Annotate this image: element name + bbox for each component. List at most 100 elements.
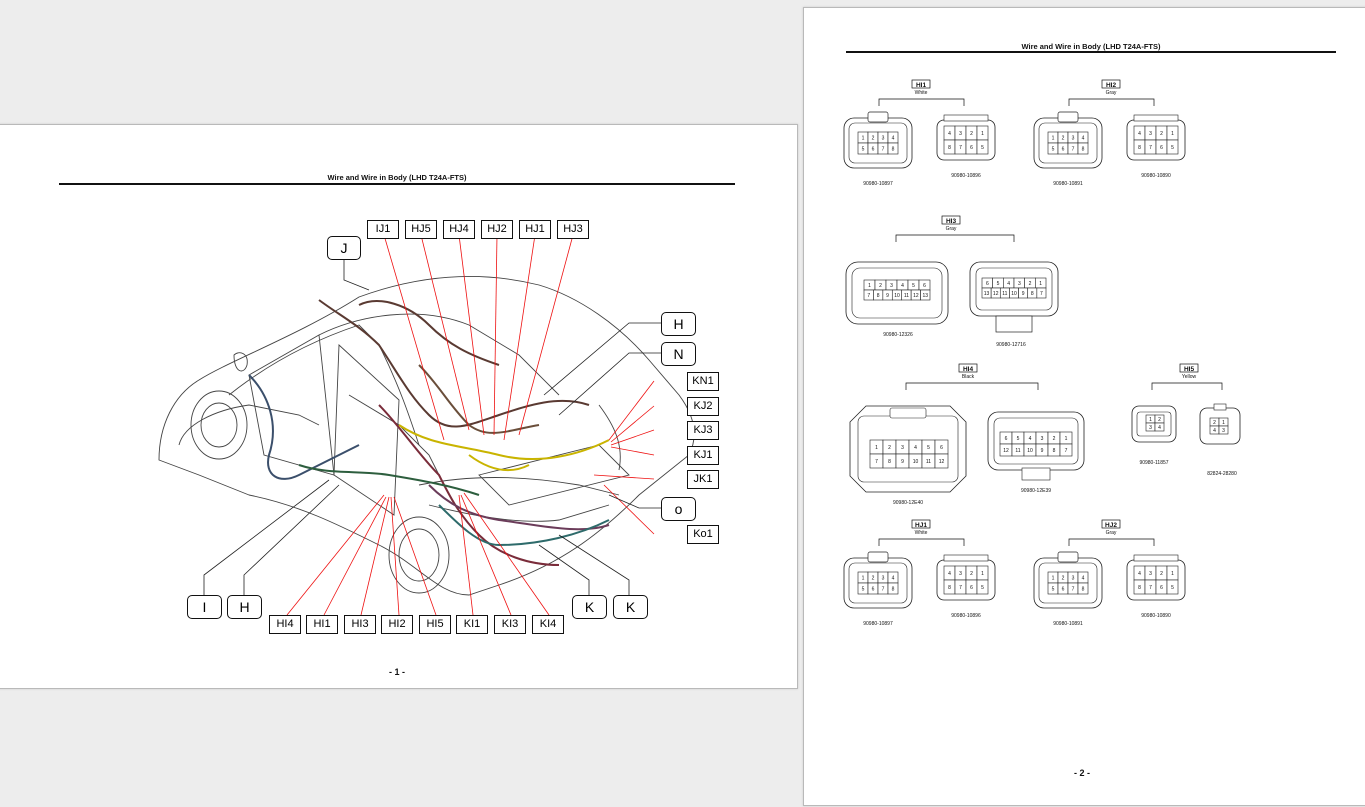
callout-hi1[interactable]: HI1: [306, 615, 338, 634]
callout-hi2[interactable]: HI2: [381, 615, 413, 634]
pin-number: 8: [877, 293, 880, 299]
pin-number: 7: [882, 147, 885, 153]
page-number: - 2 -: [1074, 768, 1091, 778]
callout-lines-black: [203, 260, 661, 595]
part-number-left: 90980-10897: [863, 181, 893, 187]
pin-number: 5: [862, 147, 865, 153]
callout-hj1[interactable]: HJ1: [519, 220, 551, 239]
callout-ij1[interactable]: IJ1: [367, 220, 399, 239]
pin-number: 7: [1072, 587, 1075, 593]
callout-ki1[interactable]: KI1: [456, 615, 488, 634]
callout-ki4[interactable]: KI4: [532, 615, 564, 634]
pin-number: 2: [1062, 576, 1065, 582]
pin-number: 3: [1018, 281, 1021, 287]
pin-number: 7: [1065, 448, 1068, 454]
callout-n-right[interactable]: N: [661, 342, 696, 366]
callout-h-right[interactable]: H: [661, 312, 696, 336]
pin-number: 2: [970, 131, 973, 137]
pin-number: 1: [875, 445, 878, 451]
callout-hj2[interactable]: HJ2: [481, 220, 513, 239]
callout-k-bottom-2[interactable]: K: [613, 595, 648, 619]
pin-number: 8: [892, 587, 895, 593]
callout-kj2[interactable]: KJ2: [687, 397, 719, 416]
pin-number: 5: [1052, 147, 1055, 153]
part-number-left: 90980-11857: [1139, 460, 1168, 466]
pin-number: 6: [1062, 147, 1065, 153]
pin-number: 8: [1031, 291, 1034, 297]
callout-jk1[interactable]: JK1: [687, 470, 719, 489]
callout-k-bottom-1[interactable]: K: [572, 595, 607, 619]
pin-number: 4: [948, 571, 951, 577]
pin-number: 5: [862, 587, 865, 593]
pin-number: 3: [1149, 571, 1152, 577]
pin-number: 6: [940, 445, 943, 451]
pin-number: 3: [1041, 436, 1044, 442]
pin-number: 4: [1138, 131, 1141, 137]
pin-number: 2: [1158, 417, 1161, 423]
pin-cell: [887, 142, 899, 155]
pin-number: 1: [981, 571, 984, 577]
connector-label-box: [1179, 363, 1199, 373]
pin-number: 4: [892, 576, 895, 582]
callout-hj3[interactable]: HJ3: [557, 220, 589, 239]
page-title: Wire and Wire in Body (LHD T24A-FTS): [1021, 42, 1161, 51]
pin-number: 1: [868, 283, 871, 289]
pin-number: 3: [890, 283, 893, 289]
pin-number: 12: [913, 293, 919, 299]
callout-hi4[interactable]: HI4: [269, 615, 301, 634]
callout-h-bottom[interactable]: H: [227, 595, 262, 619]
callout-hj4[interactable]: HJ4: [443, 220, 475, 239]
pin-number: 6: [1160, 585, 1163, 591]
pin-number: 2: [1160, 571, 1163, 577]
connector-bracket: [905, 382, 1039, 390]
wiring-diagram: [158, 234, 695, 616]
pin-number: 3: [901, 445, 904, 451]
pin-number: 4: [1213, 428, 1216, 434]
callout-hi3[interactable]: HI3: [344, 615, 376, 634]
pin-number: 11: [904, 293, 909, 299]
pin-number: 13: [984, 291, 990, 297]
callout-kn1[interactable]: KN1: [687, 372, 719, 391]
connector-bracket: [878, 538, 965, 546]
pin-cell: [1166, 139, 1179, 155]
pin-number: 2: [1160, 131, 1163, 137]
pin-number: 2: [970, 571, 973, 577]
title-rule: [59, 183, 735, 185]
connector-label-box: [1101, 519, 1121, 529]
pin-number: 4: [1082, 136, 1085, 142]
pin-number: 1: [1052, 576, 1055, 582]
pin-number: 9: [1022, 291, 1025, 297]
callout-kj1[interactable]: KJ1: [687, 446, 719, 465]
part-number-right: 90980-10896: [951, 173, 981, 179]
connector-label: HJ1: [915, 522, 927, 529]
pin-number: 8: [888, 459, 891, 465]
callout-kj3[interactable]: KJ3: [687, 421, 719, 440]
part-number-right: 82824-28280: [1207, 471, 1237, 477]
callout-hi5[interactable]: HI5: [419, 615, 451, 634]
callout-hj5[interactable]: HJ5: [405, 220, 437, 239]
callout-o-right[interactable]: o: [661, 497, 696, 521]
callout-ko1[interactable]: Ko1: [687, 525, 719, 544]
part-number-right: 90980-10896: [951, 613, 981, 619]
pin-cell: [934, 453, 949, 469]
pin-number: 5: [927, 445, 930, 451]
wire-harness: [248, 299, 610, 566]
part-number-left: 90980-12326: [883, 332, 913, 338]
pin-number: 6: [872, 587, 875, 593]
connector-color: Black: [962, 374, 975, 380]
callout-i-bottom[interactable]: I: [187, 595, 222, 619]
pin-number: 3: [1149, 425, 1152, 431]
pin-number: 4: [892, 136, 895, 142]
pin-number: 10: [913, 459, 919, 465]
callout-ki3[interactable]: KI3: [494, 615, 526, 634]
callout-j[interactable]: J: [327, 236, 361, 260]
pin-number: 5: [1171, 585, 1174, 591]
connector-label: HI2: [1106, 82, 1117, 89]
